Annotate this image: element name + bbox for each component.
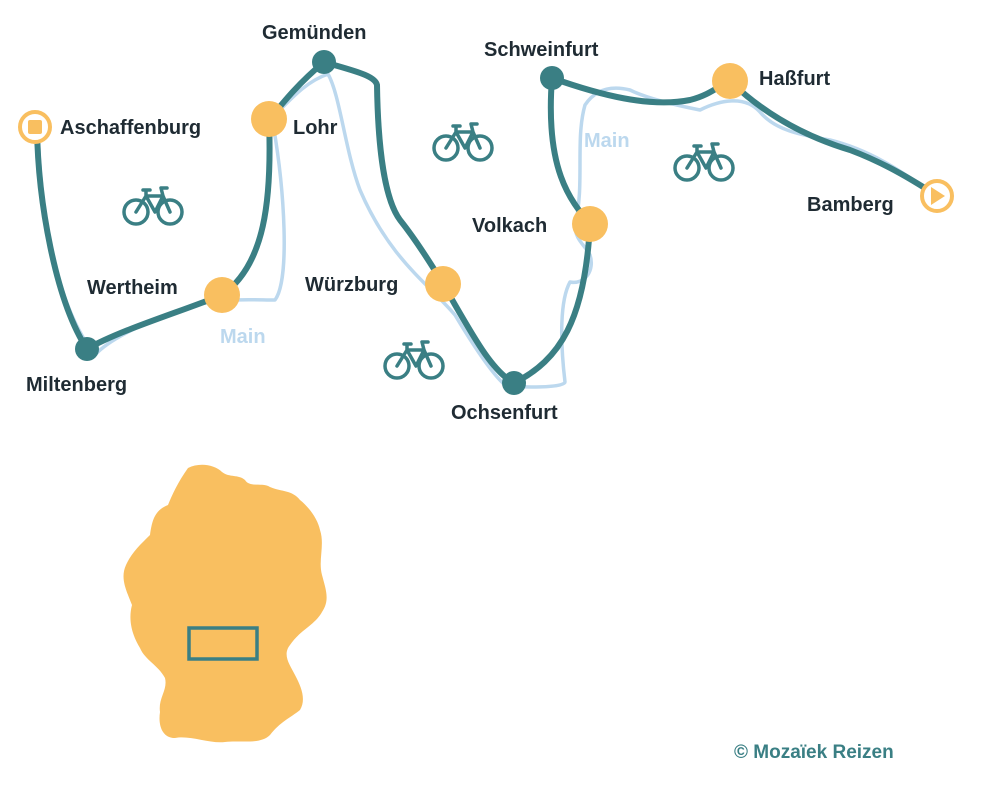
germany-shape bbox=[123, 464, 327, 743]
city-label-miltenberg: Miltenberg bbox=[26, 374, 127, 396]
stop-lohr[interactable] bbox=[251, 101, 287, 137]
end-marker-icon[interactable] bbox=[920, 179, 954, 213]
river-label-main-2: Main bbox=[584, 130, 630, 152]
river-label-main-1: Main bbox=[220, 326, 266, 348]
region-highlight-box bbox=[187, 626, 259, 661]
bicycle-icon bbox=[122, 186, 184, 226]
copyright-label: © Mozaïek Reizen bbox=[734, 742, 894, 763]
start-marker-icon[interactable] bbox=[18, 110, 52, 144]
city-label-ochsenfurt: Ochsenfurt bbox=[451, 402, 558, 424]
city-label-lohr: Lohr bbox=[293, 117, 338, 139]
stop-volkach[interactable] bbox=[572, 206, 608, 242]
city-label-volkach: Volkach bbox=[472, 215, 547, 237]
bicycle-icon bbox=[432, 122, 494, 162]
stop-schweinfurt[interactable] bbox=[540, 66, 564, 90]
germany-inset-map bbox=[123, 464, 327, 743]
stop-gemunden[interactable] bbox=[312, 50, 336, 74]
city-label-wertheim: Wertheim bbox=[87, 277, 178, 299]
stop-miltenberg[interactable] bbox=[75, 337, 99, 361]
city-label-wurzburg: Würzburg bbox=[305, 274, 398, 296]
stop-ochsenfurt[interactable] bbox=[502, 371, 526, 395]
stop-wurzburg[interactable] bbox=[425, 266, 461, 302]
city-label-hassfurt: Haßfurt bbox=[759, 68, 830, 90]
stop-wertheim[interactable] bbox=[204, 277, 240, 313]
stop-hassfurt[interactable] bbox=[712, 63, 748, 99]
city-label-schweinfurt: Schweinfurt bbox=[484, 39, 599, 61]
city-label-gemunden: Gemünden bbox=[262, 22, 366, 44]
bicycle-icon bbox=[383, 340, 445, 380]
bicycle-icon bbox=[673, 142, 735, 182]
city-label-bamberg: Bamberg bbox=[807, 194, 894, 216]
city-label-aschaffenburg: Aschaffenburg bbox=[60, 117, 201, 139]
